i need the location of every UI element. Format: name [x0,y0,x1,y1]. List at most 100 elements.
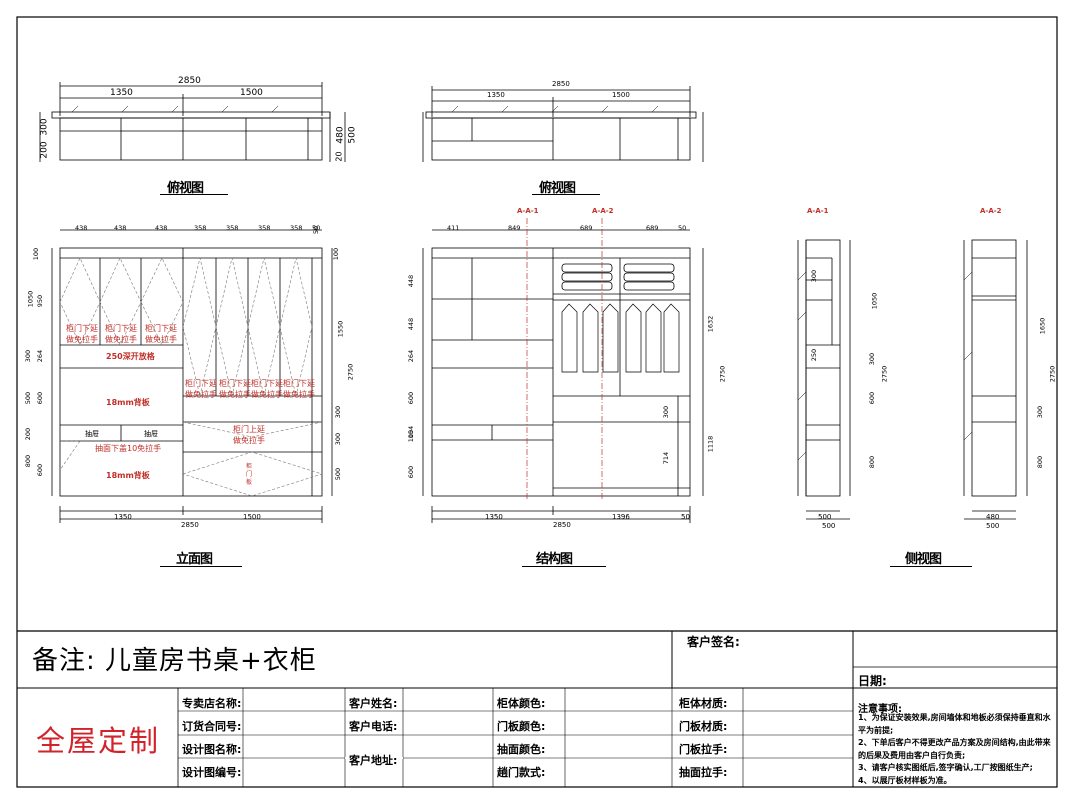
dim-s-top-total: 2850 [552,80,570,88]
notes-list: 1、为保证安装效果,房间墙体和地板必须保持垂直和水平为前提; 2、下单后客户不得… [858,712,1058,787]
dim-struct-col: 50 [678,224,687,232]
note-item: 3、请客户核实图纸后,签字确认,工厂按图纸生产; [858,763,1033,772]
dim-side1: 1050 [870,292,879,310]
annotation-door-ext: 柜门下延做免拉手 [219,379,251,399]
dim-front-row: 600 [36,391,45,405]
annotation-drawer: 抽屉 [144,430,158,438]
dim-front-row: 600 [36,463,45,477]
dim-front-row: 300 [24,349,33,363]
dim-struct-bottom-a: 1350 [485,513,503,521]
note-item: 2、下单后客户不得更改产品方案及房间结构,由此带来的后果及费用由客户自行负责; [858,738,1051,760]
customer-name-label: 客户姓名: [349,697,398,710]
dim-front-right: 300 [334,432,343,446]
dim-struct-left: 600 [407,391,416,405]
contract-no-label: 订货合同号: [182,720,242,733]
dim-front-right: 50 [312,225,321,235]
dim-struct-bottom-total: 2850 [553,521,571,529]
section-tag-b: A-A-2 [592,207,614,215]
dim-struct-right: 1632 [706,315,715,333]
title-underline [522,566,606,567]
door-handle-label: 门板拉手: [679,743,728,756]
dim-top-v1: 300 [39,118,50,136]
annotation-door-ext: 柜门下延做免拉手 [145,324,177,344]
dim-top-v4: 500 [347,126,358,144]
dim-front-bottom-b: 1500 [243,513,261,521]
customer-sign-label: 客户签名: [687,635,740,649]
title-underline [160,566,242,567]
dim-top-v2: 200 [39,141,50,159]
dim-front-bottom-total: 2850 [181,521,199,529]
top-view-title-mid: 俯视图 [539,181,576,196]
dim-top-v5: 20 [334,151,344,162]
dim-struct-col: 689 [580,224,593,232]
dim-side1: 2750 [880,365,889,383]
dim-front-row: 800 [24,454,33,468]
sliding-door-style-label: 趟门款式: [497,766,546,779]
dim-side1: 800 [868,455,877,469]
dim-struct-right: 1118 [706,435,715,453]
annotation-back-panel: 18mm背板 [106,471,150,480]
dim-struct-left: 600 [407,465,416,479]
section-tag-a: A-A-1 [517,207,539,215]
dim-side1: 300 [810,269,819,283]
dim-front-row: 950 [36,294,45,308]
dim-front-row: 1050 [26,290,35,308]
cabinet-color-label: 柜体颜色: [497,697,546,710]
section-tag-a: A-A-1 [807,207,829,215]
dim-side2: 1650 [1038,317,1047,335]
front-view-title: 立面图 [176,552,213,567]
title-underline [890,566,972,567]
annotation-rack: 柜门板 [246,463,253,486]
design-name-label: 设计图名称: [182,743,242,756]
dim-struct-right: 300 [662,405,671,419]
annotation-door-ext: 柜门下延做免拉手 [66,324,98,344]
annotation-drawer-note: 抽面下盖10免拉手 [95,444,162,453]
structure-view-title: 结构图 [536,552,573,567]
dim-front-row: 200 [24,427,33,441]
dim-front-col: 358 [258,224,271,232]
customer-phone-label: 客户电话: [349,720,398,733]
dim-front-col: 438 [75,224,88,232]
annotation-drawer: 抽屉 [85,430,99,438]
dim-s-top-b: 1500 [612,91,630,99]
notes-title: 注意事项: [858,704,902,715]
dim-struct-left: 448 [407,274,416,288]
note-item: 1、为保证安装效果,房间墙体和地板必须保持垂直和水平为前提; [858,713,1051,735]
dim-front-right: 300 [334,405,343,419]
design-no-label: 设计图编号: [182,766,242,779]
annotation-shelf: 250深开放格 [106,352,155,361]
cabinet-material-label: 柜体材质: [679,697,728,710]
store-name-label: 专卖店名称: [182,697,242,710]
dim-struct-left: 448 [407,317,416,331]
brand-logo: 全屋定制 [36,724,161,758]
dim-front-col: 358 [226,224,239,232]
dim-struct-right: 2750 [718,365,727,383]
dim-front-right: 500 [334,467,343,481]
dim-side1: 300 [868,352,877,366]
dim-side2: 300 [1036,405,1045,419]
annotation-door-ext: 柜门下延做免拉手 [185,379,217,399]
side-view-title: 侧视图 [905,552,942,567]
dim-top-v3: 480 [335,126,346,144]
door-material-label: 门板材质: [679,720,728,733]
annotation-door-up: 柜门上延做免拉手 [233,425,265,445]
remark-title: 备注: 儿童房书桌+衣柜 [32,646,317,676]
customer-address-label: 客户地址: [349,754,398,767]
dim-front-row: 500 [24,391,33,405]
dim-front-col: 438 [155,224,168,232]
dim-side1-bottom2: 500 [822,522,836,530]
dim-side1-bottom: 500 [818,513,832,521]
dim-struct-bottom-b: 1396 [612,513,630,521]
dim-struct-col: 689 [646,224,659,232]
dim-struct-bottom-c: 50 [681,513,690,521]
dim-top-a: 1350 [110,88,133,98]
annotation-door-ext: 柜门下延做免拉手 [105,324,137,344]
dim-struct-col: 849 [508,224,521,232]
dim-front-row: 100 [32,247,41,261]
dim-front-right: 2750 [346,363,355,381]
dim-front-right: 1550 [336,320,345,338]
dim-side2-bottom2: 500 [986,522,1000,530]
dim-struct-left: 264 [407,349,416,363]
dim-side2: 2750 [1048,365,1057,383]
